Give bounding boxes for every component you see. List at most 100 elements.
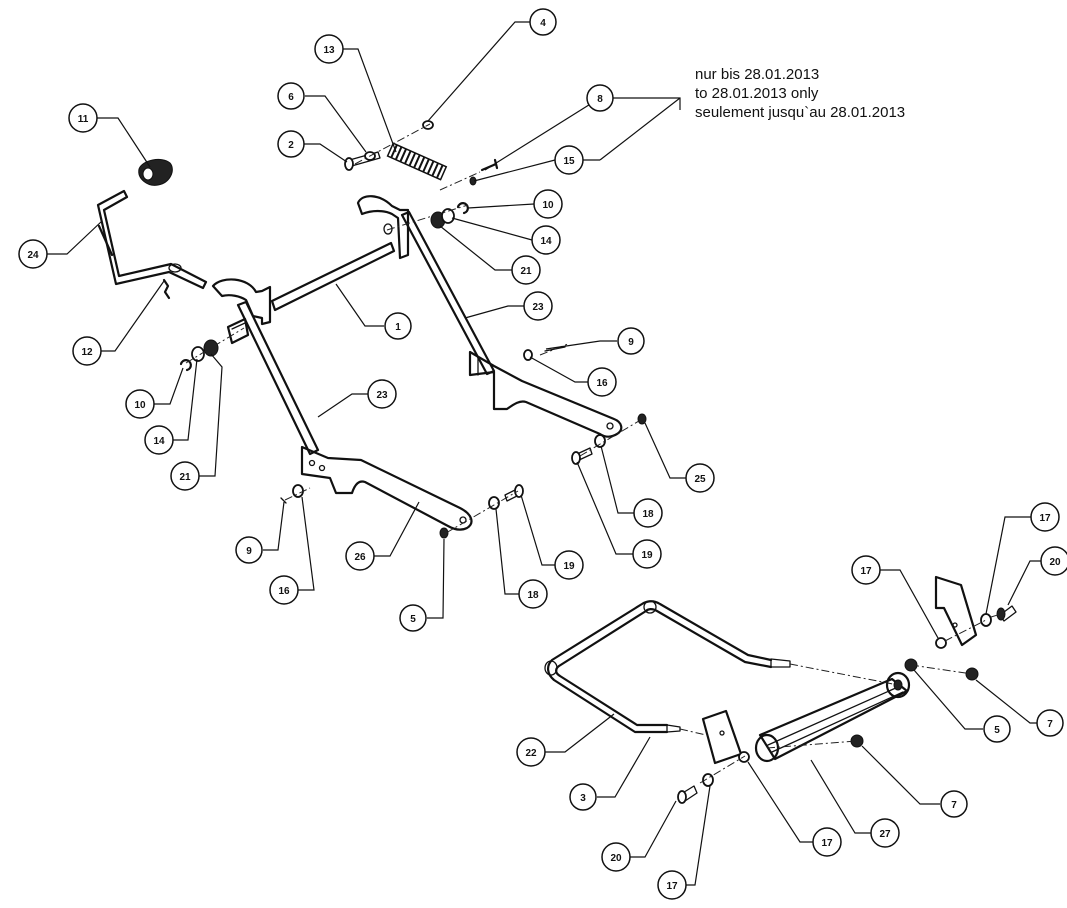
callout-5-label: 5 xyxy=(994,725,1000,736)
callout-19: 19 xyxy=(632,539,662,569)
hardware-7-17-20-lower xyxy=(677,734,864,804)
callout-17-label: 17 xyxy=(1039,513,1051,524)
callout-26: 26 xyxy=(345,541,375,571)
hardware-5-7-right xyxy=(904,658,979,681)
callout-3-label: 3 xyxy=(580,793,586,804)
part-8-pin xyxy=(480,158,499,172)
hardware-10-14-21-left xyxy=(179,339,219,372)
leader-lines xyxy=(47,21,1054,886)
left-shaft-arm xyxy=(211,278,272,326)
callout-14: 14 xyxy=(144,425,174,455)
callout-20-label: 20 xyxy=(1049,557,1061,568)
callout-21-label: 21 xyxy=(179,472,191,483)
callout-26-label: 26 xyxy=(354,552,366,563)
callout-17: 17 xyxy=(657,870,687,900)
callout-12-label: 12 xyxy=(81,347,93,358)
callout-24-label: 24 xyxy=(27,250,39,261)
callout-17-label: 17 xyxy=(860,566,872,577)
callout-17-label: 17 xyxy=(821,838,833,849)
callout-22: 22 xyxy=(516,737,546,767)
callout-10-label: 10 xyxy=(134,400,146,411)
bracket-right xyxy=(934,575,978,649)
callout-5-label: 5 xyxy=(410,614,416,625)
callout-21-label: 21 xyxy=(520,266,532,277)
part-11-knob xyxy=(138,158,173,186)
hardware-10-14-21-right xyxy=(430,202,469,229)
callout-21: 21 xyxy=(170,461,200,491)
callout-23: 23 xyxy=(367,379,397,409)
callout-2-label: 2 xyxy=(288,140,294,151)
callout-8-label: 8 xyxy=(597,94,603,105)
callout-18-label: 18 xyxy=(527,590,539,601)
note-line-german: nur bis 28.01.2013 xyxy=(695,66,820,83)
callout-21: 21 xyxy=(511,255,541,285)
callout-20: 20 xyxy=(1040,546,1067,576)
callout-9-label: 9 xyxy=(628,337,634,348)
callout-17-label: 17 xyxy=(666,881,678,892)
hardware-right-plate xyxy=(523,346,647,465)
callout-9-label: 9 xyxy=(246,546,252,557)
callout-7-label: 7 xyxy=(1047,719,1053,730)
callout-7: 7 xyxy=(1036,709,1064,737)
part-23-link-rod-left xyxy=(236,300,320,456)
callout-1: 1 xyxy=(384,312,412,340)
part-26-left-plate xyxy=(300,445,473,531)
callout-11-label: 11 xyxy=(78,114,89,125)
callout-4-label: 4 xyxy=(540,18,546,29)
callout-6-label: 6 xyxy=(288,92,294,103)
callout-16-label: 16 xyxy=(596,378,608,389)
callout-5: 5 xyxy=(399,604,427,632)
callout-7: 7 xyxy=(940,790,968,818)
part-23-link-rod-right xyxy=(400,210,496,376)
callout-2: 2 xyxy=(277,130,305,158)
part-25-right-plate xyxy=(468,350,623,438)
right-shaft-arm xyxy=(356,195,410,260)
callout-23-label: 23 xyxy=(532,302,544,313)
callout-10: 10 xyxy=(125,389,155,419)
callout-4: 4 xyxy=(529,8,557,36)
callout-16: 16 xyxy=(269,575,299,605)
part-22-u-rod xyxy=(544,600,791,734)
callout-8: 8 xyxy=(586,84,614,112)
part-12-clip xyxy=(162,278,171,300)
callout-24: 24 xyxy=(18,239,48,269)
callout-17: 17 xyxy=(812,827,842,857)
note-line-english: to 28.01.2013 only xyxy=(695,85,819,102)
callout-1-label: 1 xyxy=(395,322,401,333)
callout-23-label: 23 xyxy=(376,390,388,401)
callout-14-label: 14 xyxy=(153,436,165,447)
bracket-left xyxy=(701,709,750,765)
note-line-french: seulement jusqu`au 28.01.2013 xyxy=(695,104,906,121)
part-24-handle-lever xyxy=(96,189,208,290)
callout-18: 18 xyxy=(518,579,548,609)
callout-25: 25 xyxy=(685,463,715,493)
callout-23: 23 xyxy=(523,291,553,321)
hardware-17-20-right xyxy=(980,605,1017,627)
callout-17: 17 xyxy=(851,555,881,585)
callout-9: 9 xyxy=(617,327,645,355)
callout-11: 11 xyxy=(68,103,98,133)
callout-16: 16 xyxy=(587,367,617,397)
callout-14-label: 14 xyxy=(540,236,552,247)
callout-3: 3 xyxy=(569,783,597,811)
callout-19-label: 19 xyxy=(563,561,575,572)
callout-22-label: 22 xyxy=(525,748,537,759)
alignment-lines-lower xyxy=(679,613,1002,784)
callout-12: 12 xyxy=(72,336,102,366)
callout-25-label: 25 xyxy=(694,474,706,485)
callout-15: 15 xyxy=(554,145,584,175)
callout-15-label: 15 xyxy=(563,156,575,167)
callout-18: 18 xyxy=(633,498,663,528)
callout-6: 6 xyxy=(277,82,305,110)
callout-10: 10 xyxy=(533,189,563,219)
callout-19-label: 19 xyxy=(641,550,653,561)
part-27-roller xyxy=(754,671,911,763)
validity-note: nur bis 28.01.2013 to 28.01.2013 only se… xyxy=(695,65,905,122)
callout-13-label: 13 xyxy=(323,45,335,56)
callout-13: 13 xyxy=(314,34,344,64)
callout-14: 14 xyxy=(531,225,561,255)
callout-7-label: 7 xyxy=(951,800,957,811)
callout-10-label: 10 xyxy=(542,200,554,211)
callout-16-label: 16 xyxy=(278,586,290,597)
